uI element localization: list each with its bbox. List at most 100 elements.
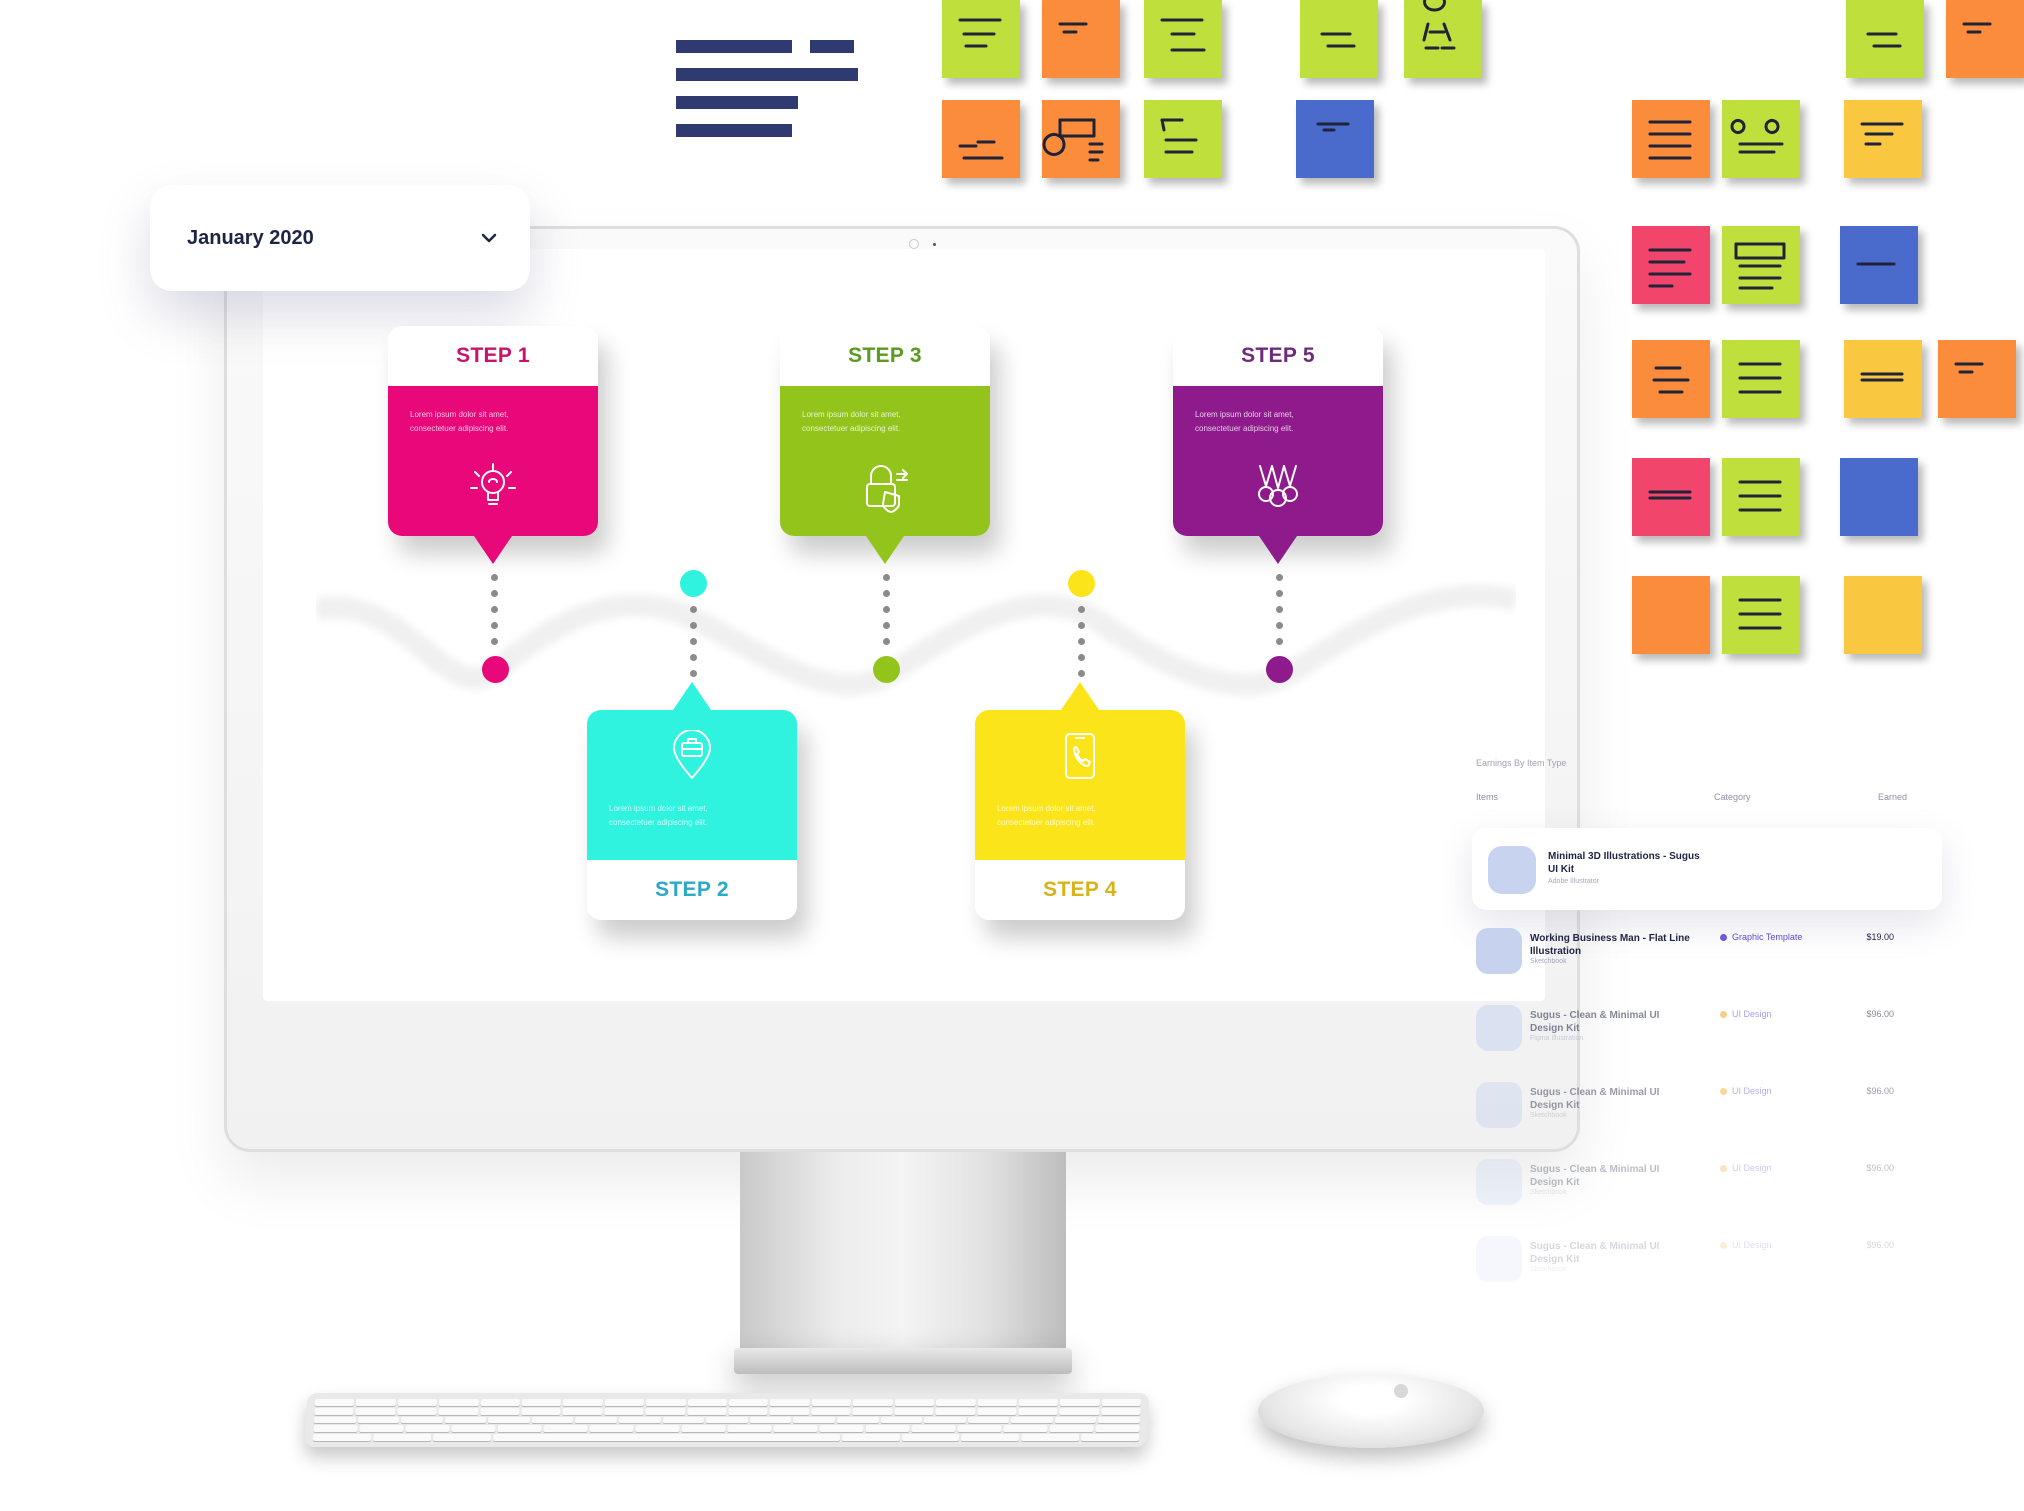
location-pin-briefcase-icon [666, 729, 718, 782]
step-pointer [1061, 682, 1099, 710]
apple-logo-icon [1394, 1384, 1408, 1398]
step-connector [1078, 606, 1085, 686]
item-category: UI Design [1720, 1240, 1772, 1250]
step-card-3[interactable]: STEP 3 Lorem ipsum dolor sit amet, conse… [780, 326, 990, 536]
sticky-note [1722, 458, 1800, 536]
step-description: Lorem ipsum dolor sit amet, consectetuer… [1195, 410, 1294, 433]
step-card-1[interactable]: STEP 1 Lorem ipsum dolor sit amet, conse… [388, 326, 598, 536]
category-dot-icon [1720, 933, 1727, 941]
item-category: UI Design [1720, 1009, 1772, 1019]
timeline-node [1068, 570, 1095, 597]
item-name: Sugus - Clean & Minimal UI Design Kit [1530, 1010, 1660, 1034]
step-card-5[interactable]: STEP 5 Lorem ipsum dolor sit amet, conse… [1173, 326, 1383, 536]
step-label: STEP 1 [388, 326, 598, 386]
chevron-down-icon[interactable] [480, 232, 498, 244]
sticky-note-sketch-icon [1738, 362, 1782, 394]
sticky-note-sketch-icon [1860, 122, 1904, 146]
step-body: Lorem ipsum dolor sit amet, consectetuer… [388, 386, 598, 536]
month-dropdown[interactable]: January 2020 [150, 185, 530, 291]
table-row[interactable]: Sugus - Clean & Minimal UI Design Kit Sk… [1470, 1066, 1910, 1140]
step-pointer [1259, 536, 1297, 564]
table-row[interactable]: Sugus - Clean & Minimal UI Design Kit Sk… [1470, 1220, 1910, 1294]
sticky-note-sketch-icon [1316, 122, 1350, 132]
month-dropdown-label: January 2020 [187, 226, 314, 249]
featured-item-row[interactable]: Minimal 3D Illustrations - Sugus UI Kit … [1472, 828, 1942, 910]
item-thumbnail [1476, 1005, 1522, 1051]
sticky-note-sketch-icon [1652, 366, 1690, 394]
sticky-note-sketch-icon [1738, 480, 1782, 512]
item-subtitle: Sketchbook [1530, 1112, 1567, 1119]
sticky-note-sketch-icon [1422, 0, 1456, 50]
column-header-earned: Earned [1878, 792, 1908, 802]
sticky-note [1042, 100, 1120, 178]
step-label: STEP 4 [975, 860, 1185, 920]
sticky-note-sketch-icon [1042, 118, 1104, 162]
item-category: UI Design [1720, 1163, 1772, 1173]
table-row[interactable]: Sugus - Clean & Minimal UI Design Kit Fi… [1470, 989, 1910, 1063]
timeline-node [482, 656, 509, 683]
sticky-note-sketch-icon [1648, 120, 1692, 160]
item-thumbnail [1476, 1082, 1522, 1128]
sticky-note [1722, 340, 1800, 418]
sticky-note [1300, 0, 1378, 78]
table-row[interactable]: Working Business Man - Flat Line Illustr… [1470, 912, 1910, 986]
sticky-note-sketch-icon [958, 18, 1002, 48]
sticky-note [1938, 340, 2016, 418]
category-label: UI Design [1732, 1086, 1772, 1096]
category-dot-icon [1720, 1010, 1727, 1018]
sticky-note [1144, 0, 1222, 78]
sticky-note [1404, 0, 1482, 78]
step-pointer [866, 536, 904, 564]
sticky-note [942, 0, 1020, 78]
step-card-4[interactable]: STEP 4 Lorem ipsum dolor sit amet, conse… [975, 710, 1185, 920]
step-description: Lorem ipsum dolor sit amet, consectetuer… [997, 804, 1096, 827]
sticky-note-sketch-icon [1866, 32, 1902, 48]
step-pointer [474, 536, 512, 564]
step-description: Lorem ipsum dolor sit amet, consectetuer… [802, 410, 901, 433]
sticky-note [1722, 100, 1800, 178]
keyboard [304, 1393, 1150, 1447]
table-row[interactable]: Sugus - Clean & Minimal UI Design Kit Sk… [1470, 1143, 1910, 1217]
category-label: UI Design [1732, 1163, 1772, 1173]
item-subtitle: Adobe Illustrator [1548, 878, 1599, 885]
category-label: UI Design [1732, 1240, 1772, 1250]
sticky-note-sketch-icon [1856, 262, 1896, 266]
sticky-note [1632, 576, 1710, 654]
sticky-note [1722, 226, 1800, 304]
step-label: STEP 3 [780, 326, 990, 386]
sticky-note-sketch-icon [1734, 242, 1786, 290]
step-label: STEP 5 [1173, 326, 1383, 386]
step-card-2[interactable]: STEP 2 Lorem ipsum dolor sit amet, conse… [587, 710, 797, 920]
column-header-items: Items [1476, 792, 1499, 802]
item-subtitle: Sketchbook [1530, 958, 1567, 965]
sticky-note-sketch-icon [1058, 22, 1088, 34]
sticky-note-sketch-icon [1320, 32, 1356, 48]
item-thumbnail [1476, 1159, 1522, 1205]
step-connector [1276, 574, 1283, 654]
item-name: Sugus - Clean & Minimal UI Design Kit [1530, 1087, 1660, 1111]
sticky-note [942, 100, 1020, 178]
step-body: Lorem ipsum dolor sit amet, consectetuer… [780, 386, 990, 536]
sticky-note-sketch-icon [1160, 118, 1198, 154]
step-description: Lorem ipsum dolor sit amet, consectetuer… [609, 804, 708, 827]
sticky-note-sketch-icon [1962, 22, 1992, 34]
item-name: Minimal 3D Illustrations - Sugus UI Kit [1548, 851, 1700, 875]
sticky-note [1042, 0, 1120, 78]
earnings-title: Earnings By Item Type [1476, 758, 1567, 768]
camera-sensor [933, 243, 936, 246]
step-connector [883, 574, 890, 654]
sticky-note [1632, 458, 1710, 536]
camera-icon [909, 239, 919, 249]
category-label: UI Design [1732, 1009, 1772, 1019]
lightbulb-icon [467, 462, 519, 514]
item-earned: $96.00 [1866, 1086, 1894, 1096]
category-label: Graphic Template [1732, 932, 1803, 942]
sticky-note [1844, 340, 1922, 418]
item-name: Working Business Man - Flat Line Illustr… [1530, 933, 1690, 957]
sticky-note-sketch-icon [1730, 119, 1784, 154]
medals-icon [1252, 462, 1304, 514]
sticky-note-sketch-icon [1860, 372, 1904, 382]
step-connector [690, 606, 697, 686]
sticky-note-sketch-icon [958, 140, 1004, 160]
item-earned: $19.00 [1866, 932, 1894, 942]
